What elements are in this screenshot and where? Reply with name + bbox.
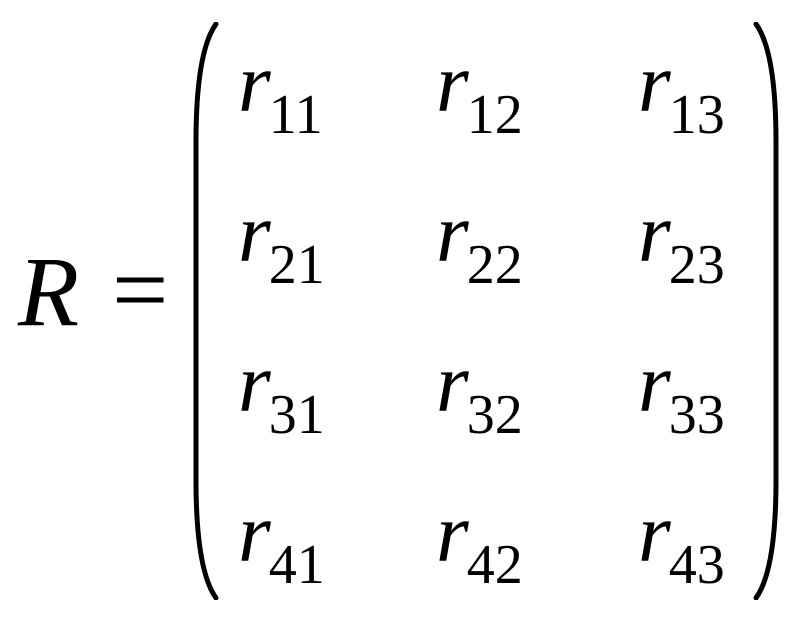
entry-symbol: r [436, 187, 469, 280]
entry-symbol: r [638, 37, 671, 130]
entry-symbol: r [238, 487, 271, 580]
right-parenthesis [753, 22, 779, 600]
entry-symbol: r [238, 337, 271, 430]
entry-symbol: r [638, 487, 671, 580]
matrix-entry: r12 [436, 42, 523, 152]
matrix-entry: r33 [638, 342, 725, 452]
entry-subscript: 41 [268, 534, 325, 596]
entry-symbol: r [436, 37, 469, 130]
matrix-entry: r43 [638, 492, 725, 602]
entry-symbol: r [238, 187, 271, 280]
matrix-entry: r31 [238, 342, 325, 452]
entry-subscript: 13 [668, 84, 725, 146]
entry-symbol: r [436, 487, 469, 580]
entry-subscript: 12 [466, 84, 523, 146]
entry-subscript: 42 [466, 534, 523, 596]
entry-subscript: 31 [268, 384, 325, 446]
entry-subscript: 32 [466, 384, 523, 446]
matrix-entry: r32 [436, 342, 523, 452]
entry-symbol: r [638, 187, 671, 280]
entry-subscript: 11 [268, 84, 323, 146]
entry-subscript: 22 [466, 234, 523, 296]
entry-symbol: r [436, 337, 469, 430]
matrix-entry: r11 [238, 42, 323, 152]
entry-symbol: r [238, 37, 271, 130]
entry-subscript: 23 [668, 234, 725, 296]
matrix-entry: r21 [238, 192, 325, 302]
matrix-entry: r23 [638, 192, 725, 302]
matrix-entry: r41 [238, 492, 325, 602]
matrix-entry: r13 [638, 42, 725, 152]
entry-subscript: 33 [668, 384, 725, 446]
matrix-entry: r22 [436, 192, 523, 302]
equals-sign: = [112, 234, 169, 345]
lhs-variable: R [18, 236, 80, 347]
entry-symbol: r [638, 337, 671, 430]
left-parenthesis [193, 22, 219, 600]
entry-subscript: 21 [268, 234, 325, 296]
entry-subscript: 43 [668, 534, 725, 596]
matrix-entry: r42 [436, 492, 523, 602]
